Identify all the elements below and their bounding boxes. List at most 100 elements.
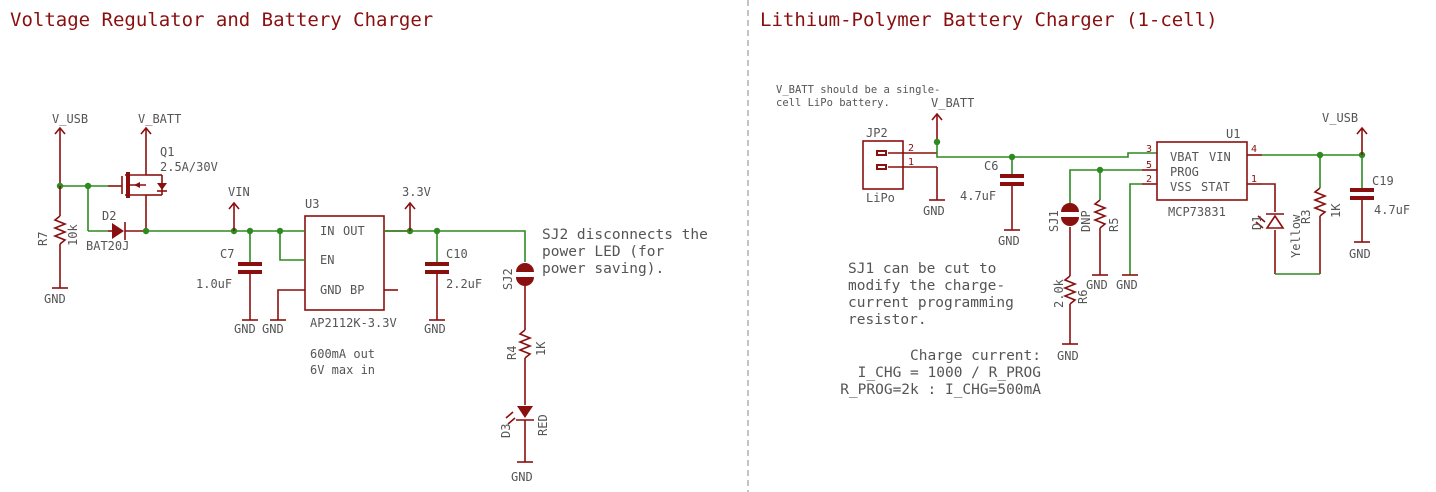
right-vbatt-label: V_BATT <box>931 96 974 110</box>
u1-vbat-pin: VBAT <box>1170 150 1199 164</box>
c7-gnd-label: GND <box>234 322 256 336</box>
vusb-supply-symbol <box>54 126 66 186</box>
u1-pin2: 2 <box>1146 174 1152 185</box>
d1-led-symbol <box>1255 213 1285 274</box>
r7-value: 10k <box>66 224 80 246</box>
sj2-note-line3: power saving). <box>542 261 664 277</box>
v33-label: 3.3V <box>402 185 431 199</box>
v33-supply-symbol <box>404 201 416 231</box>
u1-gnd-label: GND <box>1116 278 1138 292</box>
sj2-note-line2: power LED (for <box>542 244 664 260</box>
c10-label: C10 <box>446 247 468 261</box>
u1-stat-pin: STAT <box>1201 180 1230 194</box>
right-vusb-label: V_USB <box>1322 111 1358 125</box>
c7-label: C7 <box>220 247 234 261</box>
c6-capacitor-symbol <box>1000 157 1024 231</box>
c19-label: C19 <box>1372 174 1394 188</box>
r5-label: R5 <box>1107 218 1121 232</box>
u3-in-pin: IN <box>320 224 334 238</box>
sj1-jumper-symbol <box>1061 203 1079 276</box>
u3-label: U3 <box>305 197 319 211</box>
d3-led-symbol <box>505 406 534 463</box>
sj1-note-line2: modify the charge- <box>848 278 1005 294</box>
sj1-note-line1: SJ1 can be cut to <box>848 261 996 277</box>
r3-label: R3 <box>1299 210 1313 224</box>
c10-value: 2.2uF <box>446 277 482 291</box>
q1-mosfet-symbol <box>108 160 167 231</box>
u3-value: AP2112K-3.3V <box>310 316 397 330</box>
r4-resistor-symbol <box>517 329 533 405</box>
r6-label: R6 <box>1076 290 1090 304</box>
c6-value: 4.7uF <box>960 189 996 203</box>
vbatt-supply-symbol <box>931 112 943 142</box>
r5-resistor-symbol <box>1092 199 1108 276</box>
c6-gnd-label: GND <box>998 234 1020 248</box>
vin-label: VIN <box>228 185 250 199</box>
right-section-title: Lithium-Polymer Battery Charger (1-cell) <box>760 9 1218 31</box>
u1-label: U1 <box>1226 127 1240 141</box>
u1-pin1: 1 <box>1251 174 1257 185</box>
q1-value: 2.5A/30V <box>160 160 218 174</box>
u1-pin5: 5 <box>1146 160 1152 171</box>
charge-note-line2: I_CHG = 1000 / R_PROG <box>858 365 1041 381</box>
sj2-note-line1: SJ2 disconnects the <box>542 227 708 243</box>
u1-vss-pin: VSS <box>1170 180 1192 194</box>
u3-regulator-symbol <box>270 215 410 321</box>
right-circuit: V_BATT should be a single- cell LiPo bat… <box>776 84 1410 398</box>
r3-resistor-symbol <box>1312 155 1328 274</box>
c7-capacitor-symbol <box>238 231 262 321</box>
charge-note-line1: Charge current: <box>910 348 1041 364</box>
r6-value: 2.0k <box>1052 278 1066 308</box>
vin-supply-symbol <box>228 201 240 231</box>
u3-gnd-pin: GND <box>320 283 342 297</box>
u3-bp-pin: BP <box>350 283 364 297</box>
sj1-note-line4: resistor. <box>848 312 927 328</box>
u1-charger-ic-symbol <box>1142 141 1262 201</box>
r7-resistor-symbol <box>52 186 68 289</box>
jp2-connector-symbol <box>862 140 945 201</box>
d1-label: D1 <box>1250 216 1264 230</box>
r4-value: 1K <box>534 341 548 356</box>
r7-gnd-label: GND <box>44 292 66 306</box>
c19-capacitor-symbol <box>1350 155 1374 243</box>
d2-diode-symbol <box>108 222 146 240</box>
d1-value: Yellow <box>1289 214 1303 258</box>
charge-note-line3: R_PROG=2k : I_CHG=500mA <box>840 382 1041 398</box>
jp2-label: JP2 <box>866 126 888 140</box>
u3-en-pin: EN <box>320 253 334 267</box>
sj2-label: SJ2 <box>501 268 515 290</box>
battery-note-line2: cell LiPo battery. <box>776 97 890 109</box>
r4-label: R4 <box>505 346 519 360</box>
jp2-value: LiPo <box>866 191 895 205</box>
regulator-note-line2: 6V max in <box>310 363 375 377</box>
c19-value: 4.7uF <box>1374 203 1410 217</box>
d2-value: BAT20J <box>86 239 129 253</box>
vusb-supply-symbol <box>1356 126 1368 155</box>
vusb-label: V_USB <box>52 112 88 126</box>
r3-value: 1K <box>1329 203 1343 218</box>
vbatt-label: V_BATT <box>138 112 181 126</box>
vbatt-supply-symbol <box>140 126 152 160</box>
jp2-pin1: 1 <box>908 157 914 168</box>
sj1-note-line3: current programming <box>848 295 1014 311</box>
battery-note-line1: V_BATT should be a single- <box>776 84 940 96</box>
r5-gnd-label: GND <box>1086 278 1108 292</box>
sj2-jumper-symbol <box>516 263 534 330</box>
r7-label: R7 <box>36 232 50 246</box>
u1-pin4: 4 <box>1251 144 1257 155</box>
u1-vin-pin: VIN <box>1209 150 1231 164</box>
d2-label: D2 <box>102 209 116 223</box>
u1-value: MCP73831 <box>1168 205 1226 219</box>
jp2-gnd-label: GND <box>923 204 945 218</box>
c6-label: C6 <box>984 159 998 173</box>
regulator-note-line1: 600mA out <box>310 347 375 361</box>
r6-resistor-symbol <box>1062 275 1078 345</box>
c10-gnd-label: GND <box>424 322 446 336</box>
d3-label: D3 <box>499 424 513 438</box>
d3-value: RED <box>536 414 550 436</box>
d3-gnd-label: GND <box>511 470 533 484</box>
c7-value: 1.0uF <box>196 277 232 291</box>
sj1-label: SJ1 <box>1047 210 1061 232</box>
jp2-pin2: 2 <box>908 143 914 154</box>
